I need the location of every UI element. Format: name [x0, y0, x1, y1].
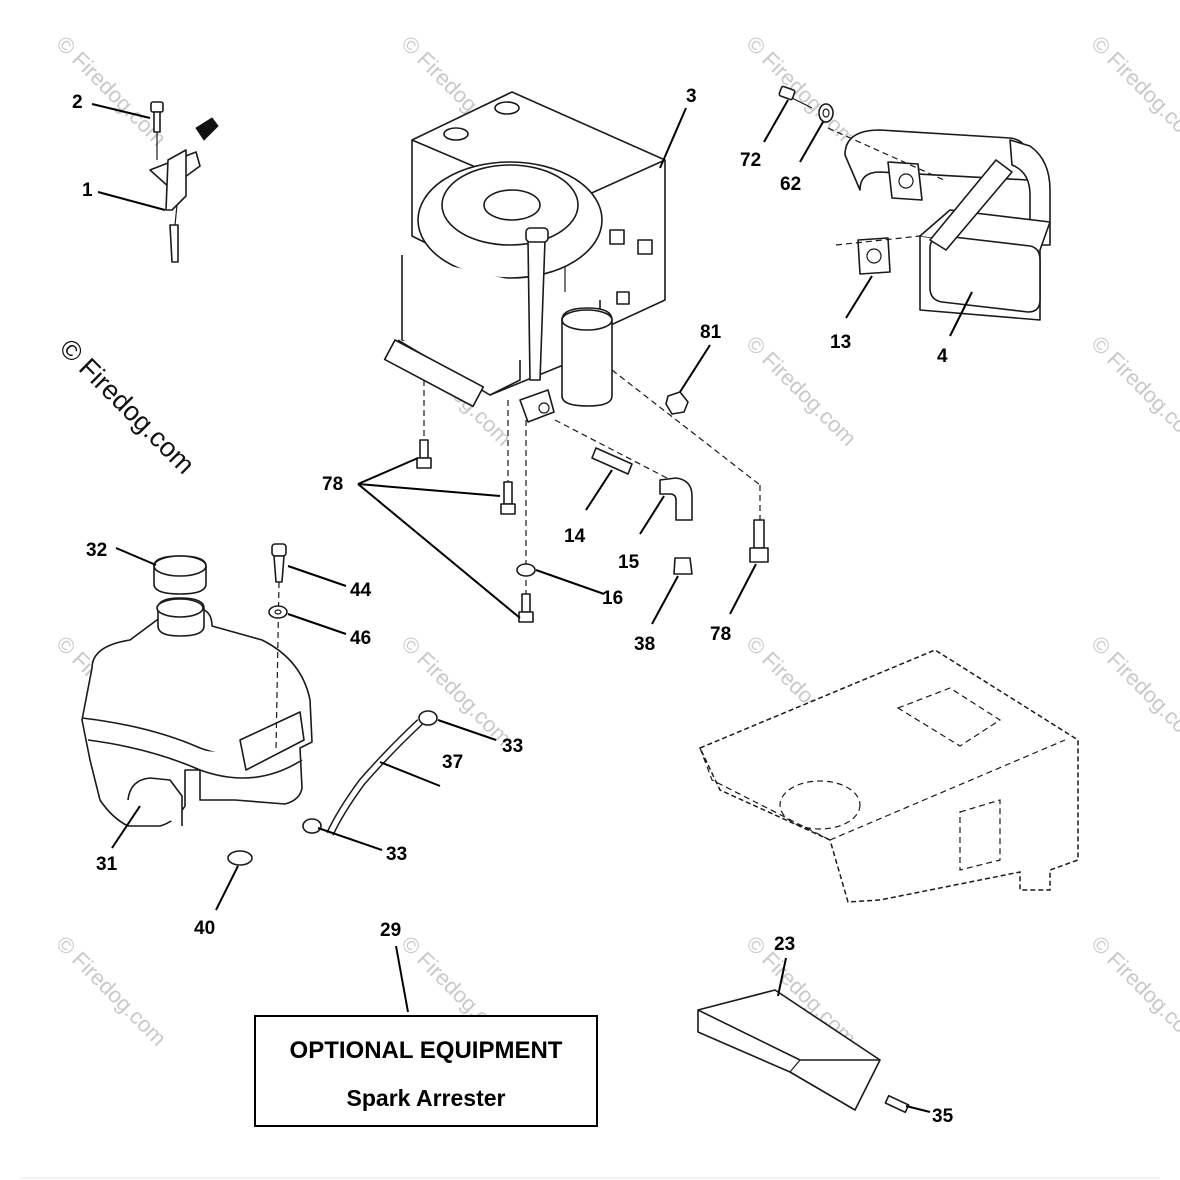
watermark: © Firedog.com [1086, 631, 1180, 751]
optional-equipment-title: OPTIONAL EQUIPMENT [290, 1037, 563, 1064]
callout-62: 62 [780, 174, 801, 195]
callout-32: 32 [86, 540, 107, 561]
callout-40: 40 [194, 918, 215, 939]
optional-equipment-subtitle: Spark Arrester [347, 1085, 506, 1111]
callout-3: 3 [686, 86, 697, 107]
optional-equipment-box: OPTIONAL EQUIPMENT Spark Arrester [254, 1015, 598, 1127]
watermark: © Firedog.com [396, 631, 516, 751]
callout-31: 31 [96, 854, 118, 875]
callout-13: 13 [830, 332, 851, 353]
callout-81: 81 [700, 322, 722, 343]
callout-4: 4 [937, 346, 948, 367]
watermark: © Firedog.com [51, 31, 171, 151]
fuel-tank-assembly [81, 543, 438, 866]
callout-33a: 33 [502, 736, 523, 757]
callout-14: 14 [564, 526, 586, 547]
callout-15: 15 [618, 552, 640, 573]
callout-72: 72 [740, 150, 761, 171]
engine-assembly [383, 91, 666, 423]
callout-44: 44 [350, 580, 372, 601]
callout-78a: 78 [322, 474, 343, 495]
callout-78b: 78 [710, 624, 731, 645]
callout-16: 16 [602, 588, 623, 609]
callout-37: 37 [442, 752, 463, 773]
callout-2: 2 [72, 92, 83, 113]
watermark: © Firedog.com [741, 31, 861, 151]
callout-1: 1 [82, 180, 93, 201]
callout-29: 29 [380, 920, 401, 941]
callout-46: 46 [350, 628, 371, 649]
watermark-side: © Firedog.com [54, 333, 201, 480]
drain-fittings [416, 369, 769, 623]
throttle-control [149, 101, 219, 263]
callouts: 2 1 3 72 62 13 4 81 78 14 15 16 38 78 32… [72, 86, 954, 1127]
leader-lines [91, 99, 973, 1113]
callout-23: 23 [774, 934, 795, 955]
watermark: © Firedog.com [1086, 331, 1180, 451]
callout-35: 35 [932, 1106, 954, 1127]
chassis-frame [698, 649, 1079, 903]
watermark: © Firedog.com [1086, 31, 1180, 151]
watermark: © Firedog.com [1086, 931, 1180, 1051]
callout-38: 38 [634, 634, 655, 655]
spark-arrester [697, 989, 910, 1114]
watermark: © Firedog.com [51, 931, 171, 1051]
muffler-assembly [778, 85, 1051, 321]
callout-33b: 33 [386, 844, 407, 865]
